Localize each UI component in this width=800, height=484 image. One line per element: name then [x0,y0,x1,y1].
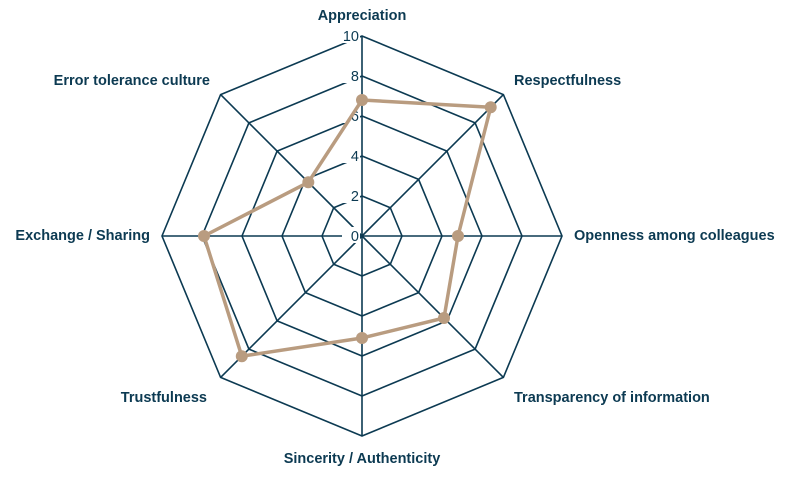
axis-label: Transparency of information [514,390,710,406]
axis-label: Appreciation [318,8,407,24]
data-point [198,230,210,242]
axis-label: Openness among colleagues [574,228,775,244]
tick-label: 6 [351,109,359,125]
tick-label-bg [342,27,360,43]
tick-label-bg [342,187,360,203]
tick-label: 10 [343,29,359,45]
spoke-line [361,94,504,237]
spoke-line [361,235,504,378]
radial-tick-labels: 0 2 4 6 8 10 [342,27,360,245]
data-point [235,350,248,363]
data-point [438,312,450,324]
tick-label: 4 [351,149,359,165]
tick-label: 8 [351,69,359,85]
tick-label-bg [342,147,360,163]
data-point [356,332,368,344]
data-point [452,230,464,242]
axis-label: Trustfulness [121,390,207,406]
data-point [356,94,368,106]
data-point [302,176,315,189]
tick-label-bg [342,67,360,83]
data-point [484,101,497,114]
tick-label: 0 [351,229,359,245]
tick-label-bg [342,227,360,243]
axis-label: Exchange / Sharing [15,228,150,244]
radar-spokes [162,36,562,436]
axis-label: Error tolerance culture [54,73,210,89]
axis-label: Sincerity / Authenticity [284,451,441,467]
tick-label: 2 [351,189,359,205]
axis-label: Respectfulness [514,73,621,89]
radar-series [198,94,497,363]
spoke-line [220,94,363,237]
